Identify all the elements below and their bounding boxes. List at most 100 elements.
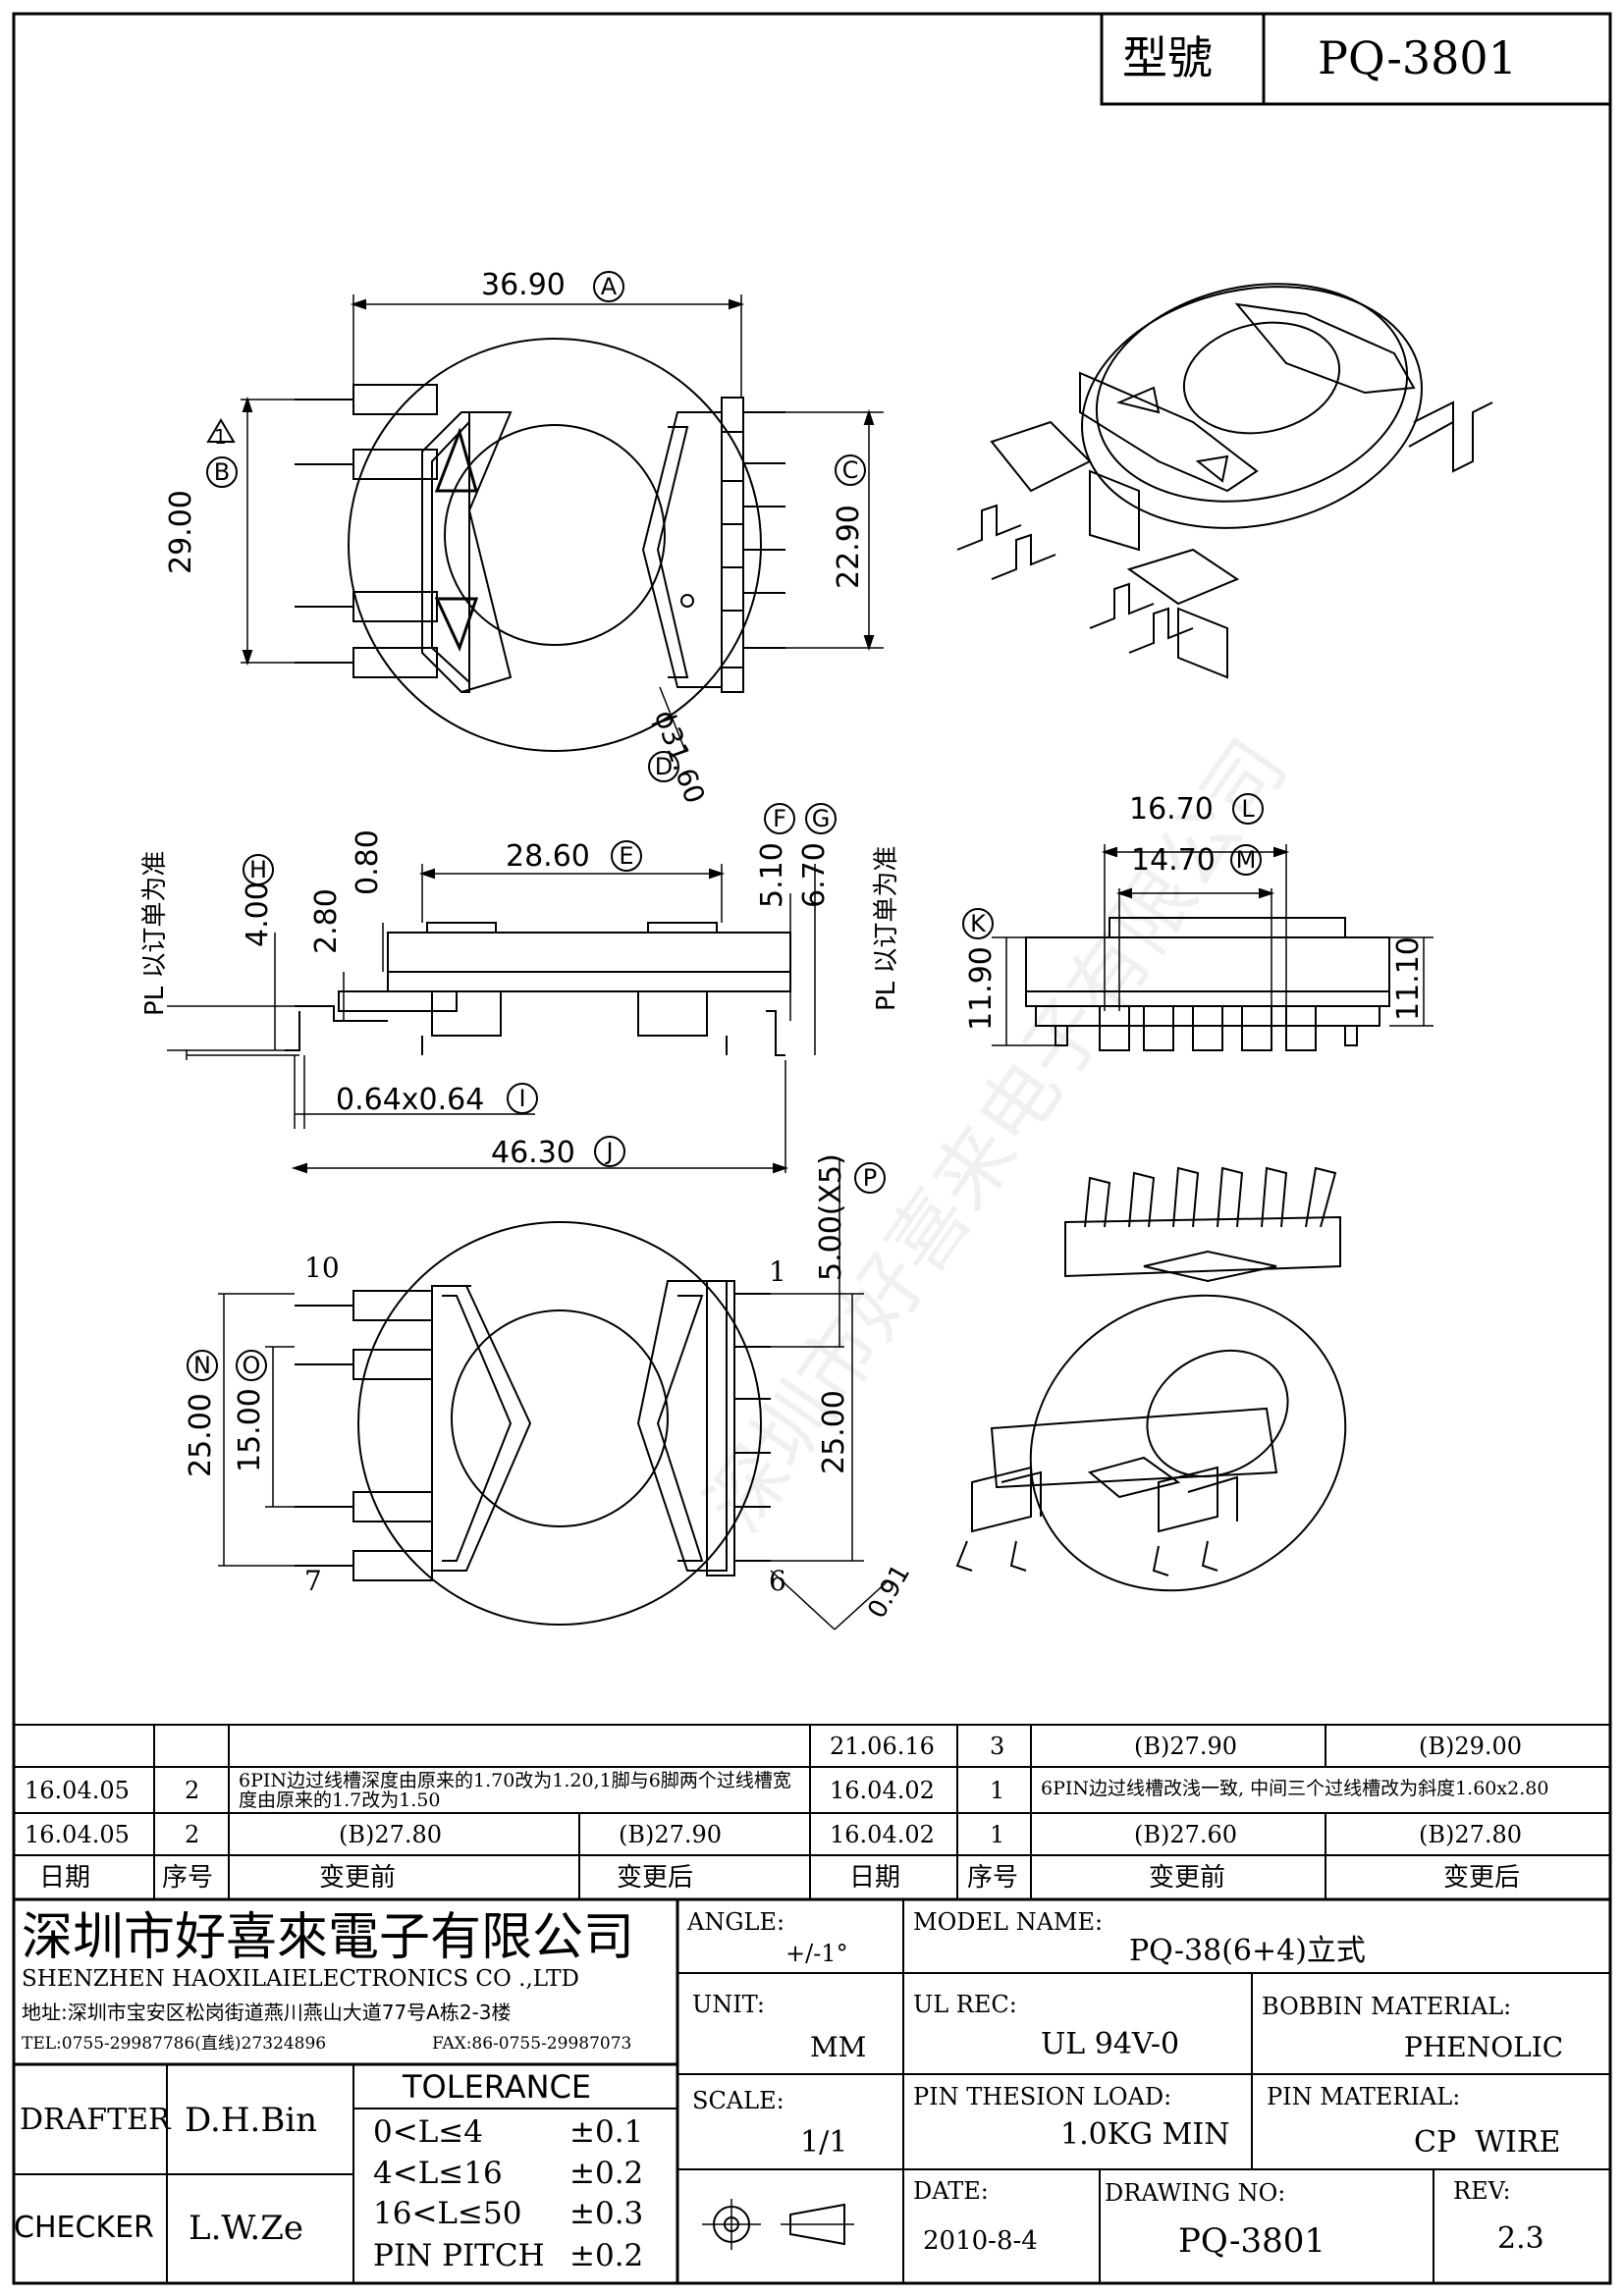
dim-hd: 2.80	[309, 888, 344, 954]
dim-rowinner-tag: O	[236, 1350, 267, 1381]
rev2-date-r: 16.04.02	[830, 1821, 935, 1848]
title-block-grid	[14, 1899, 1610, 2283]
dim-htotal: 11.90	[964, 946, 999, 1031]
company-address: 地址:深圳市宝安区松岗街道燕川燕山大道77号A栋2-3楼	[22, 2001, 512, 2024]
pin-load-label: PIN THESION LOAD:	[913, 2083, 1172, 2110]
rev-header-after-l: 变更后	[617, 1863, 694, 1893]
dim-overall: 46.30	[491, 1136, 575, 1170]
tolerance-value-2: ±0.3	[569, 2196, 644, 2231]
rev0-seq-r: 3	[990, 1733, 1005, 1760]
dim-rowinner: 15.00	[233, 1388, 267, 1472]
angle-value: +/-1°	[785, 1940, 848, 1967]
rev-label: REV:	[1453, 2177, 1511, 2205]
dim-pin-section-tag: I	[507, 1083, 538, 1114]
rev-header-before-l: 变更前	[319, 1863, 397, 1893]
dim-hb: 6.70	[797, 842, 832, 908]
rev2-before-r: (B)27.60	[1134, 1821, 1238, 1848]
angle-label: ANGLE:	[687, 1908, 785, 1936]
rev0-before-r: (B)27.90	[1134, 1733, 1238, 1760]
iso-view-top	[956, 283, 1493, 679]
date-label: DATE:	[913, 2177, 989, 2205]
dim-pitch: 5.00(X5)	[814, 1153, 848, 1281]
tolerance-range-2: 16<L≤50	[373, 2196, 522, 2231]
pin-material-label: PIN MATERIAL:	[1267, 2083, 1461, 2110]
rev-header-seq-r: 序号	[967, 1863, 1019, 1893]
model-label: 型號	[1122, 31, 1213, 84]
tolerance-title: TOLERANCE	[403, 2068, 592, 2106]
tolerance-range-3: PIN PITCH	[373, 2238, 545, 2273]
pin-load-value: 1.0KG MIN	[1060, 2117, 1230, 2152]
dim-htotal-tag: K	[962, 908, 994, 939]
model-name-value: PQ-38(6+4)立式	[1129, 1934, 1366, 1968]
company-tel: TEL:0755-29987786(直线)27324896	[22, 2034, 327, 2054]
dim-rowleft: 25.00	[184, 1393, 218, 1477]
rev2-after-r: (B)27.80	[1419, 1821, 1523, 1848]
pl-note-left: PL 以订单为准	[140, 850, 170, 1016]
dim-hc: 4.00	[241, 881, 275, 947]
iso-view-bottom	[955, 1166, 1347, 1592]
pin-6-label: 6	[769, 1565, 786, 1597]
rev-header-date-r: 日期	[849, 1863, 901, 1893]
company-fax: FAX:86-0755-29987073	[432, 2034, 632, 2054]
scale-value: 1/1	[800, 2125, 848, 2160]
dim-width: 36.90	[481, 268, 566, 302]
top-view	[206, 294, 884, 752]
rev-header-date-l: 日期	[39, 1863, 91, 1893]
scale-label: SCALE:	[692, 2087, 784, 2114]
bobbin-label: BOBBIN MATERIAL:	[1262, 1993, 1512, 2020]
rev-header-seq-l: 序号	[162, 1863, 214, 1893]
rev-value: 2.3	[1497, 2221, 1544, 2256]
dim-inner-tag: M	[1230, 844, 1262, 876]
dim-hb-tag: G	[805, 803, 837, 834]
pin-7-label: 7	[304, 1565, 322, 1597]
date-value: 2010-8-4	[923, 2226, 1038, 2256]
tolerance-value-0: ±0.1	[569, 2114, 644, 2150]
unit-label: UNIT:	[692, 1991, 765, 2018]
header-box	[1100, 12, 1612, 106]
rev-header-before-r: 变更前	[1149, 1863, 1226, 1893]
ul-label: UL REC:	[913, 1991, 1017, 2018]
rev2-date-l: 16.04.05	[25, 1821, 130, 1848]
rev1-seq-r: 1	[990, 1777, 1005, 1804]
rev2-seq-l: 2	[185, 1821, 200, 1848]
dim-flange: 28.60	[506, 839, 590, 874]
dim-width-tag: A	[593, 271, 624, 302]
rev1-before-l: 6PIN边过线槽深度由原来的1.70改为1.20,1脚与6脚两个过线槽宽度由原来…	[239, 1770, 791, 1811]
dim-hbody: 11.10	[1391, 936, 1426, 1021]
tolerance-value-1: ±0.2	[569, 2156, 644, 2191]
model-value: PQ-3801	[1318, 31, 1517, 84]
dim-diameter-tag: D	[648, 751, 679, 782]
tolerance-range-1: 4<L≤16	[373, 2156, 503, 2191]
end-view	[992, 844, 1434, 1051]
sheet-border	[12, 12, 1612, 2285]
revision-table-grid	[14, 1724, 1610, 1901]
dim-rowleft-tag: N	[187, 1350, 218, 1381]
tolerance-range-0: 0<L≤4	[373, 2114, 483, 2150]
rev0-after-r: (B)29.00	[1419, 1733, 1523, 1760]
ul-value: UL 94V-0	[1041, 2027, 1180, 2061]
dim-outer: 16.70	[1129, 792, 1214, 827]
side-view	[167, 864, 816, 1174]
checker-label: CHECKER	[14, 2211, 154, 2245]
pl-note-right: PL 以订单为准	[872, 845, 901, 1011]
drawing-no-value: PQ-3801	[1178, 2221, 1326, 2261]
rev1-date-l: 16.04.05	[25, 1777, 130, 1804]
dim-outer-tag: L	[1232, 793, 1264, 825]
dim-flange-tag: E	[611, 840, 642, 872]
dim-inner: 14.70	[1131, 843, 1216, 878]
rev1-date-r: 16.04.02	[830, 1777, 935, 1804]
dim-rowright: 25.00	[817, 1390, 851, 1474]
dim-pinspan: 22.90	[832, 505, 866, 589]
unit-value: MM	[810, 2031, 867, 2063]
rev-header-after-r: 变更后	[1443, 1863, 1521, 1893]
dim-pinspan-tag: C	[835, 454, 866, 486]
dim-ha: 5.10	[755, 842, 789, 908]
drafter-label: DRAFTER	[20, 2103, 171, 2137]
drawing-no-label: DRAWING NO:	[1105, 2179, 1286, 2207]
tolerance-value-3: ±0.2	[569, 2238, 644, 2273]
rev1-before-r: 6PIN边过线槽改浅一致, 中间三个过线槽改为斜度1.60x2.80	[1041, 1778, 1549, 1799]
company-cn: 深圳市好喜來電子有限公司	[22, 1908, 635, 1967]
drafter-value: D.H.Bin	[185, 2101, 318, 2140]
pin-1-label: 1	[769, 1255, 786, 1288]
